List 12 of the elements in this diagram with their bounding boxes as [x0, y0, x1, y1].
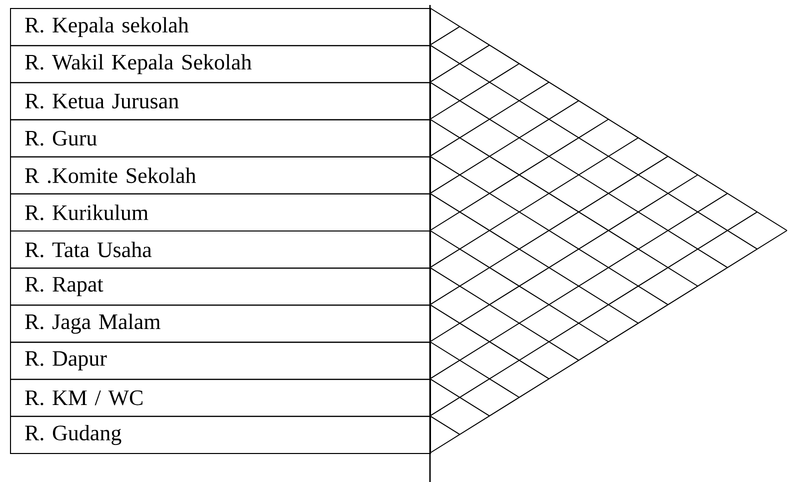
- room-box: R. Ketua Jurusan: [10, 82, 431, 120]
- room-box: R. Gudang: [10, 416, 431, 454]
- room-box: R .Komite Sekolah: [10, 156, 431, 194]
- room-box: R. Tata Usaha: [10, 230, 431, 269]
- room-box: R. Rapat: [10, 268, 431, 306]
- room-box: R. Jaga Malam: [10, 304, 431, 343]
- room-box: R. Kepala sekolah: [10, 8, 431, 46]
- room-box: R. KM / WC: [10, 378, 431, 417]
- room-box: R. Dapur: [10, 342, 431, 380]
- room-box: R. Guru: [10, 119, 431, 158]
- room-box: R. Wakil Kepala Sekolah: [10, 45, 431, 84]
- room-box: R. Kurikulum: [10, 193, 431, 232]
